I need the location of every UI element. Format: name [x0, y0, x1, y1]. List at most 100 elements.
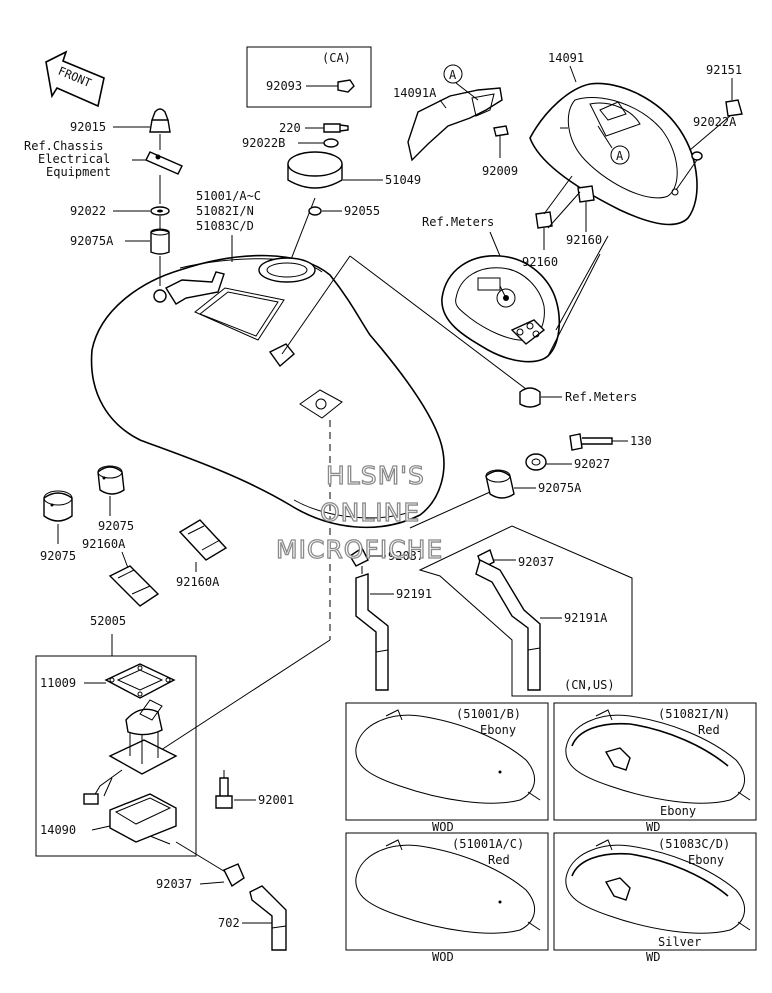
damper-92075a-right-icon	[485, 470, 515, 499]
label-92093: 92093	[266, 79, 302, 93]
damper-92075-left-icon	[43, 492, 73, 522]
screw-92009-icon	[493, 125, 509, 137]
label-51049: 51049	[385, 173, 421, 187]
hose-92191a-icon	[475, 558, 541, 691]
fuel-cock-group-box	[35, 634, 197, 857]
clamp-92037-bottom-icon	[223, 863, 245, 888]
variant-1-code: (51001/B)	[456, 707, 521, 721]
label-tank-3: 51083C/D	[196, 219, 254, 233]
label-92160a-left: 92160A	[82, 537, 126, 551]
cap-nut-92015-icon	[149, 108, 171, 133]
variant-panel-51083cd: (51083C/D) Ebony Silver WD	[553, 832, 757, 964]
fuel-cock-icon	[83, 699, 178, 805]
fuel-tank-icon	[90, 254, 445, 529]
label-52005: 52005	[90, 614, 126, 628]
label-92022: 92022	[70, 204, 106, 218]
screw-220-icon	[323, 123, 349, 133]
label-92022a: 92022A	[693, 115, 737, 129]
damper-92160a-right-icon	[178, 519, 228, 561]
label-tank-2: 51082I/N	[196, 204, 254, 218]
label-14091a: 14091A	[393, 86, 437, 100]
ca-variant-box	[246, 46, 372, 108]
label-92160-left: 92160	[522, 255, 558, 269]
label-92151: 92151	[706, 63, 742, 77]
variant-4-color: Ebony	[688, 853, 724, 867]
grommet-92160-right-icon	[577, 185, 595, 203]
variant-4-footer: WD	[646, 950, 660, 964]
ref-meters-top: Ref.Meters	[422, 215, 494, 229]
callout-a-top	[443, 64, 463, 84]
label-11009: 11009	[40, 676, 76, 690]
grommet-ref-meters-icon	[519, 387, 541, 408]
ca-box-label: (CA)	[322, 51, 351, 65]
label-92055: 92055	[344, 204, 380, 218]
label-92015: 92015	[70, 120, 106, 134]
filter-case-14090-icon	[109, 793, 177, 843]
label-92001: 92001	[258, 793, 294, 807]
ref-meters-bottom: Ref.Meters	[565, 390, 637, 404]
bolt-92151-icon	[725, 99, 743, 117]
cn-us-label: (CN,US)	[564, 678, 615, 692]
label-702: 702	[218, 916, 240, 930]
variant-panel-51001b: (51001/B) Ebony WOD	[345, 702, 549, 834]
cn-us-variant-box	[418, 525, 633, 697]
label-92075-left: 92075	[40, 549, 76, 563]
label-92075a-top: 92075A	[70, 234, 114, 248]
variant-2-footer: WD	[646, 820, 660, 834]
variant-2-color: Red	[698, 723, 720, 737]
label-14091: 14091	[548, 51, 584, 65]
bolt-130-icon	[569, 433, 613, 451]
variant-3-code: (51001A/C)	[452, 837, 524, 851]
damper-92075a-icon	[150, 229, 170, 255]
hose-92191-icon	[355, 573, 389, 691]
o-ring-92055-icon	[308, 206, 322, 216]
ref-chassis-line1: Ref.Chassis	[24, 139, 103, 153]
damper-92075-center-icon	[97, 466, 125, 495]
label-92160-right: 92160	[566, 233, 602, 247]
variant-1-color: Ebony	[480, 723, 516, 737]
variant-panel-51001ac: (51001A/C) Red WOD	[345, 832, 549, 964]
bracket-icon	[145, 151, 183, 175]
variant-3-footer: WOD	[432, 950, 454, 964]
callout-a-cover-label: A	[616, 149, 624, 163]
watermark-line1: HLSM'S	[326, 461, 425, 490]
watermark-line3: MICROFICHE	[276, 535, 443, 564]
label-92037-right: 92037	[518, 555, 554, 569]
variant-1-footer: WOD	[432, 820, 454, 834]
label-14090: 14090	[40, 823, 76, 837]
meter-cover-14091-icon: A	[529, 82, 698, 226]
variant-2-color2: Ebony	[660, 804, 696, 818]
watermark-line2: ONLINE	[320, 498, 420, 527]
label-92009: 92009	[482, 164, 518, 178]
hose-702-icon	[249, 885, 287, 951]
washer-92022a-icon	[691, 151, 703, 161]
ref-chassis-line2: Electrical	[38, 152, 110, 166]
label-92037-center: 92037	[388, 549, 424, 563]
label-92027: 92027	[574, 457, 610, 471]
label-92022b: 92022B	[242, 136, 285, 150]
callout-a-top-label: A	[449, 68, 457, 82]
washer-92022b-icon	[323, 138, 339, 148]
label-92191: 92191	[396, 587, 432, 601]
variant-2-code: (51082I/N)	[658, 707, 730, 721]
gasket-11009-icon	[104, 663, 176, 699]
label-130: 130	[630, 434, 652, 448]
label-tank-1: 51001/A~C	[196, 189, 261, 203]
bolt-92001-icon	[215, 777, 233, 809]
label-220: 220	[279, 121, 301, 135]
variant-4-code: (51083C/D)	[658, 837, 730, 851]
front-arrow-icon: FRONT	[45, 50, 105, 108]
speedometer-icon	[441, 235, 609, 363]
variant-3-color: Red	[488, 853, 510, 867]
label-92160a-right: 92160A	[176, 575, 220, 589]
label-92037-bottom: 92037	[156, 877, 192, 891]
ref-chassis-line3: Equipment	[46, 165, 111, 179]
label-92075a-right: 92075A	[538, 481, 582, 495]
variant-panel-51082in: (51082I/N) Red Ebony WD	[553, 702, 757, 834]
damper-92160a-left-icon	[108, 565, 160, 607]
meter-cover-14091a-icon	[407, 87, 503, 162]
variant-4-color2: Silver	[658, 935, 701, 949]
clamp-92037-center-icon	[349, 546, 369, 567]
label-92075-center: 92075	[98, 519, 134, 533]
